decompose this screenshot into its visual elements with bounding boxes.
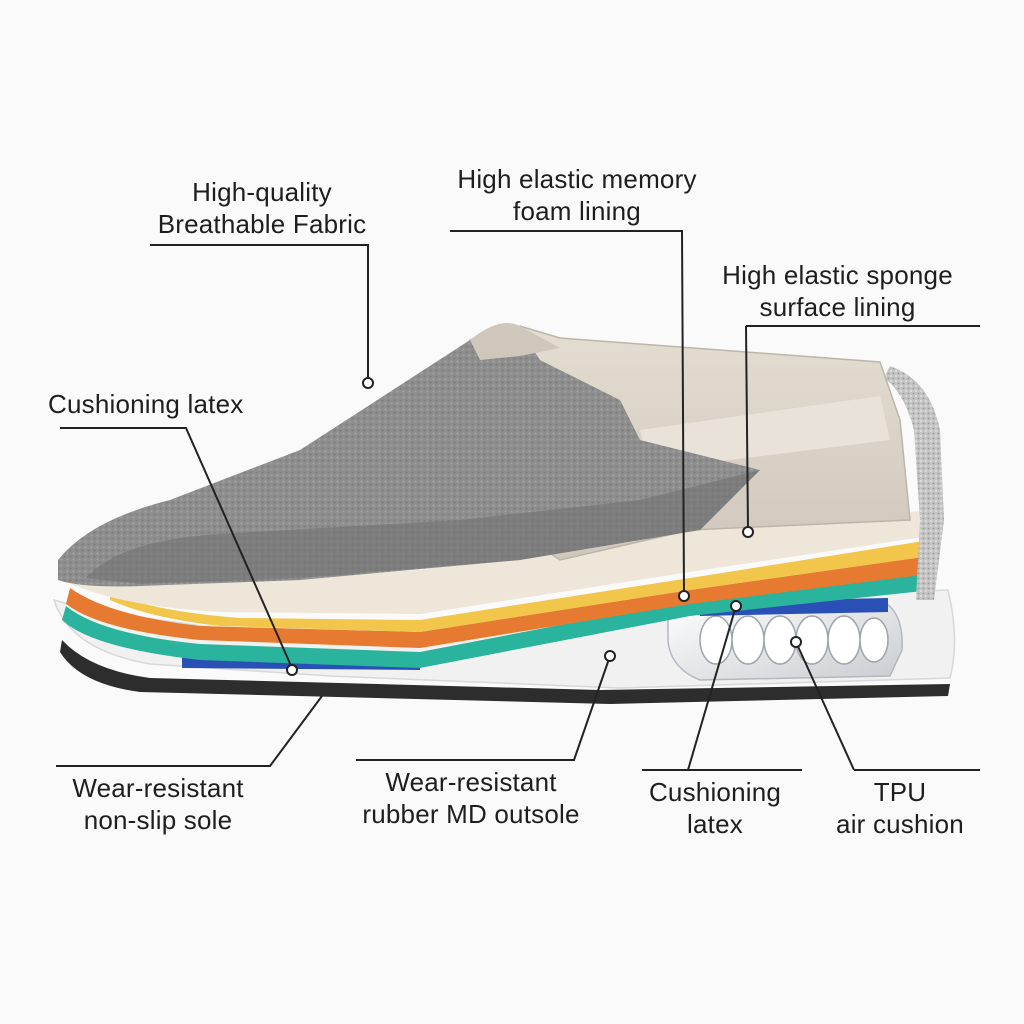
label-md-outsole: Wear-resistant rubber MD outsole <box>338 766 604 830</box>
inner-cavity <box>86 470 760 584</box>
label-line: Cushioning latex <box>48 389 244 419</box>
leader-tpu <box>795 641 980 771</box>
endpoint-outsole <box>604 650 616 662</box>
endpoint-latex-left <box>286 664 298 676</box>
label-cushioning-latex-left: Cushioning latex <box>48 388 280 420</box>
endpoint-memory <box>678 590 690 602</box>
leader-latex-right <box>642 605 802 771</box>
leader-sole <box>56 695 323 767</box>
label-line: High-quality <box>192 177 332 207</box>
label-line: foam lining <box>513 196 641 226</box>
label-tpu-air-cushion: TPU air cushion <box>820 776 980 840</box>
label-line: latex <box>687 809 743 839</box>
leader-endpoints <box>286 377 802 676</box>
endpoint-latex-right <box>730 600 742 612</box>
label-line: Breathable Fabric <box>157 209 367 239</box>
label-line: Wear-resistant <box>385 767 557 797</box>
endpoint-tpu <box>790 636 802 648</box>
leader-fabric <box>150 244 369 380</box>
label-memory-foam-lining: High elastic memory foam lining <box>430 163 724 227</box>
label-breathable-fabric: High-quality Breathable Fabric <box>142 176 382 240</box>
label-line: TPU <box>873 777 927 807</box>
insole <box>72 510 934 614</box>
collar-inner-band <box>640 396 890 470</box>
layer-yellow <box>110 540 930 632</box>
endpoint-sponge <box>742 526 754 538</box>
shoe-illustration <box>52 323 956 704</box>
label-line: Cushioning <box>648 777 782 807</box>
layer-teal <box>62 572 932 668</box>
label-line: Wear-resistant <box>72 773 244 803</box>
label-sponge-surface-lining: High elastic sponge surface lining <box>695 259 980 323</box>
leader-outsole <box>356 655 611 761</box>
endpoint-fabric <box>362 377 374 389</box>
leader-memory <box>450 230 685 595</box>
label-cushioning-latex-right: Cushioning latex <box>632 776 798 840</box>
label-line: surface lining <box>759 292 916 322</box>
leader-lines <box>56 230 980 771</box>
label-line: High elastic memory <box>457 164 697 194</box>
heel-knit-edge <box>884 366 944 600</box>
leader-sponge <box>745 325 980 531</box>
layer-orange <box>66 556 930 648</box>
label-line: non-slip sole <box>83 805 233 835</box>
label-line: rubber MD outsole <box>362 799 580 829</box>
label-line: High elastic sponge <box>722 260 953 290</box>
upper-trim <box>470 323 560 360</box>
label-non-slip-sole: Wear-resistant non-slip sole <box>52 772 264 836</box>
outsole-tread <box>60 640 950 704</box>
label-line: air cushion <box>836 809 964 839</box>
leader-latex-left <box>60 427 293 669</box>
